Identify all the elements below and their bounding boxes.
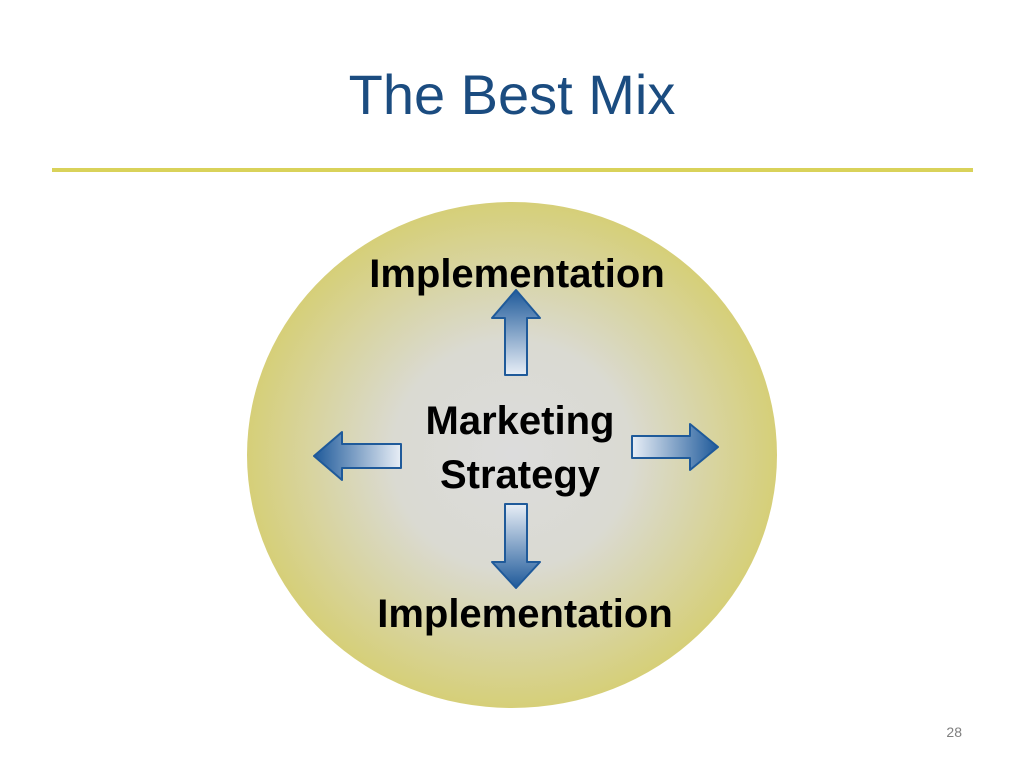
center-label-line1: Marketing [425, 399, 615, 443]
bottom-implementation-label: Implementation [377, 592, 673, 636]
arrow-up-icon [491, 289, 541, 376]
center-label-line2: Strategy [439, 453, 601, 497]
arrow-right-icon [631, 423, 719, 471]
title-divider [52, 168, 973, 172]
arrow-left-icon [313, 431, 402, 481]
center-strategy-label: Marketing Strategy [400, 394, 640, 502]
top-implementation-label: Implementation [369, 252, 665, 296]
arrow-down-icon [491, 503, 541, 589]
background-circle [247, 202, 777, 708]
page-number: 28 [946, 724, 962, 740]
slide-title: The Best Mix [348, 63, 676, 126]
